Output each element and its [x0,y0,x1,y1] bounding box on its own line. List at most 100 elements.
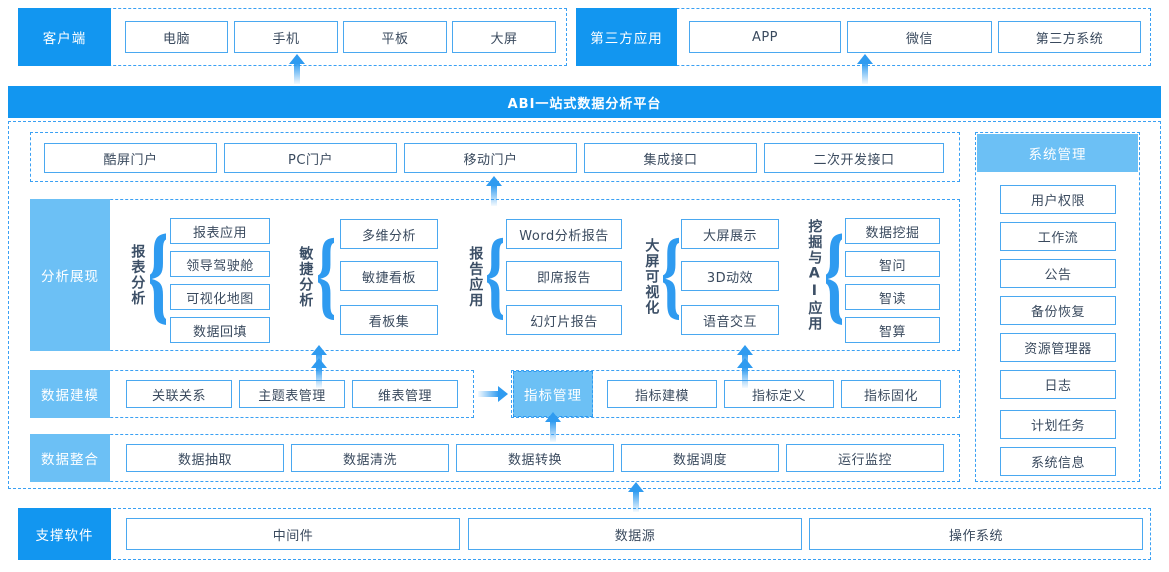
analysis-item-adhoc-report[interactable]: 即席报告 [506,261,622,291]
platform-title-text: ABI一站式数据分析平台 [507,96,662,112]
support-item-middleware[interactable]: 中间件 [126,518,460,550]
client-row-label: 客户端 [18,8,111,66]
third-party-row-label: 第三方应用 [576,8,677,66]
analysis-item-slide-report[interactable]: 幻灯片报告 [506,305,622,335]
analysis-row-label-text: 分析展现 [41,269,99,285]
portal-item-integration-api-label: 集成接口 [643,152,698,168]
support-item-datasource[interactable]: 数据源 [468,518,802,550]
system-item-scheduled-task[interactable]: 计划任务 [1000,410,1116,439]
analysis-item-data-mining-label: 数据挖掘 [865,225,920,241]
analysis-item-data-mining[interactable]: 数据挖掘 [845,218,940,244]
system-item-scheduled-task-label: 计划任务 [1030,419,1085,434]
metric-item-solidification[interactable]: 指标固化 [841,380,941,408]
analysis-item-visual-map[interactable]: 可视化地图 [170,284,270,310]
system-item-workflow[interactable]: 工作流 [1000,222,1116,251]
analysis-item-smart-ask[interactable]: 智问 [845,251,940,277]
arrow-up-to-metric-row [737,358,753,388]
system-item-workflow-label: 工作流 [1037,231,1079,246]
analysis-item-3d-effect[interactable]: 3D动效 [681,261,779,291]
portal-item-pc[interactable]: PC门户 [224,143,397,173]
analysis-row-label: 分析展现 [30,199,110,351]
third-party-item-wechat[interactable]: 微信 [847,21,992,53]
analysis-group-caption-bigscreen-text: 大屏可视化 [643,238,660,316]
portal-item-integration-api[interactable]: 集成接口 [584,143,757,173]
client-item-bigscreen-label: 大屏 [490,31,518,47]
analysis-item-leader-cockpit[interactable]: 领导驾驶舱 [170,251,270,277]
portal-item-mobile[interactable]: 移动门户 [404,143,577,173]
analysis-item-board-set[interactable]: 看板集 [340,305,438,335]
brace-report-analysis: { [150,214,166,336]
integration-item-extract[interactable]: 数据抽取 [126,444,284,472]
third-party-item-app[interactable]: APP [689,21,841,53]
arrow-right-to-metric [478,386,508,402]
support-row-label: 支撑软件 [18,508,111,560]
support-item-os[interactable]: 操作系统 [809,518,1143,550]
third-party-item-system[interactable]: 第三方系统 [998,21,1141,53]
system-panel-container [975,132,1140,482]
integration-item-monitor[interactable]: 运行监控 [786,444,944,472]
modeling-item-relationship[interactable]: 关联关系 [126,380,232,408]
portal-item-kuping[interactable]: 酷屏门户 [44,143,217,173]
analysis-item-slide-report-label: 幻灯片报告 [530,314,598,330]
modeling-item-relationship-label: 关联关系 [151,388,206,404]
system-item-resource-manager[interactable]: 资源管理器 [1000,333,1116,362]
system-item-backup-restore[interactable]: 备份恢复 [1000,296,1116,325]
system-panel-header: 系统管理 [977,134,1138,172]
integration-item-schedule[interactable]: 数据调度 [621,444,779,472]
metric-management-label[interactable]: 指标管理 [513,371,593,417]
analysis-item-voice-interaction[interactable]: 语音交互 [681,305,779,335]
system-item-backup-restore-label: 备份恢复 [1030,305,1085,320]
integration-item-schedule-label: 数据调度 [672,452,727,468]
integration-item-clean-label: 数据清洗 [342,452,397,468]
portal-item-pc-label: PC门户 [288,152,333,168]
platform-outer-container [8,121,1161,489]
support-item-os-label: 操作系统 [948,528,1003,544]
analysis-item-multidim[interactable]: 多维分析 [340,219,438,249]
analysis-item-report-app[interactable]: 报表应用 [170,218,270,244]
integration-item-transform-label: 数据转换 [507,452,562,468]
analysis-item-adhoc-report-label: 即席报告 [536,270,591,286]
brace-report-application: { [487,222,503,330]
arrow-up-to-modeling [311,358,327,388]
system-item-system-info[interactable]: 系统信息 [1000,447,1116,476]
client-item-phone[interactable]: 手机 [234,21,338,53]
analysis-group-caption-report-app: 报告应用 [464,232,486,322]
portal-item-dev-api[interactable]: 二次开发接口 [764,143,944,173]
analysis-group-caption-bigscreen: 大屏可视化 [640,222,662,332]
analysis-item-word-report-label: Word分析报告 [519,228,609,244]
support-item-datasource-label: 数据源 [614,528,656,544]
system-item-announcement[interactable]: 公告 [1000,259,1116,288]
metric-item-definition-label: 指标定义 [751,388,806,404]
integration-item-transform[interactable]: 数据转换 [456,444,614,472]
analysis-group-caption-report-text: 报表分析 [129,244,146,306]
analysis-item-bigscreen-display[interactable]: 大屏展示 [681,219,779,249]
modeling-item-subject-table[interactable]: 主题表管理 [239,380,345,408]
analysis-item-3d-effect-label: 3D动效 [706,270,754,286]
system-item-log[interactable]: 日志 [1000,370,1116,399]
analysis-item-smart-compute[interactable]: 智算 [845,317,940,343]
support-item-middleware-label: 中间件 [272,528,314,544]
analysis-item-smart-read[interactable]: 智读 [845,284,940,310]
integration-item-clean[interactable]: 数据清洗 [291,444,449,472]
third-party-item-app-label: APP [751,29,779,45]
analysis-item-data-backfill[interactable]: 数据回填 [170,317,270,343]
client-item-computer[interactable]: 电脑 [125,21,228,53]
analysis-item-agile-board[interactable]: 敏捷看板 [340,261,438,291]
modeling-item-dimension-table[interactable]: 维表管理 [352,380,458,408]
brace-bigscreen-visual: { [663,222,679,330]
analysis-item-board-set-label: 看板集 [368,314,410,330]
analysis-item-voice-interaction-label: 语音交互 [702,314,757,330]
analysis-item-multidim-label: 多维分析 [361,228,416,244]
client-item-tablet[interactable]: 平板 [343,21,447,53]
analysis-item-word-report[interactable]: Word分析报告 [506,219,622,249]
system-item-user-permission[interactable]: 用户权限 [1000,185,1116,214]
client-item-bigscreen[interactable]: 大屏 [452,21,556,53]
metric-item-solidification-label: 指标固化 [863,388,918,404]
analysis-item-data-backfill-label: 数据回填 [192,324,247,340]
analysis-group-caption-report-app-text: 报告应用 [467,246,484,308]
metric-item-modeling[interactable]: 指标建模 [607,380,717,408]
integration-item-monitor-label: 运行监控 [837,452,892,468]
integration-row-label-text: 数据整合 [41,452,99,468]
metric-row-container [511,370,960,418]
